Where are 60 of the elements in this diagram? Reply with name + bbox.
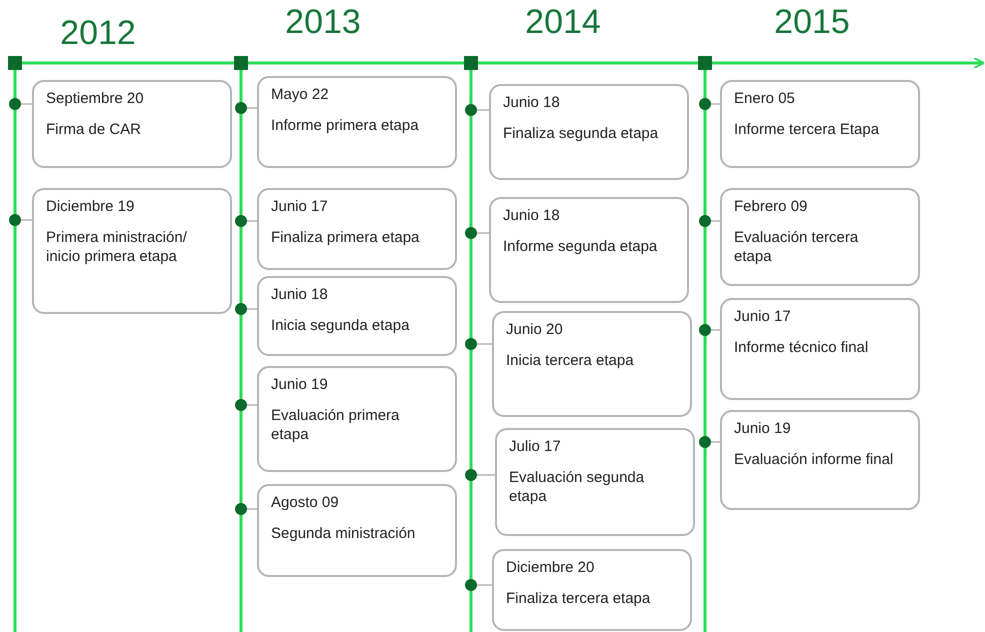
event-card [257, 188, 457, 270]
year-label: 2013 [285, 5, 361, 39]
event-date: Febrero 09 [734, 198, 808, 217]
event-date: Mayo 22 [271, 86, 330, 105]
event-card [489, 197, 689, 303]
connector-line [246, 508, 258, 510]
event-description: Primera ministración/ inicio primera etapa [46, 228, 188, 266]
event-card [492, 311, 692, 417]
event-card [720, 80, 920, 168]
event-description: Firma de CAR [46, 120, 142, 140]
event-card [720, 298, 920, 400]
connector-line [246, 308, 258, 310]
event-description: Inicia tercera etapa [506, 352, 635, 370]
event-date: Septiembre 20 [46, 90, 145, 109]
event-date: Junio 18 [271, 286, 329, 305]
connector-line [710, 220, 720, 222]
event-card [257, 366, 457, 472]
connector-line [246, 220, 258, 222]
event-description: Segunda ministración [271, 524, 416, 544]
event-date: Junio 20 [506, 321, 564, 340]
event-date: Junio 18 [503, 207, 561, 226]
event-description: Informe tercera Etapa [734, 120, 880, 140]
event-date: Diciembre 20 [506, 559, 596, 578]
year-label: 2012 [60, 16, 136, 50]
event-card [32, 188, 232, 314]
event-card [720, 188, 920, 286]
event-description: Informe técnico final [734, 338, 870, 358]
event-date: Enero 05 [734, 90, 796, 109]
event-card [257, 276, 457, 356]
connector-line [476, 232, 490, 234]
event-description: Finaliza primera etapa [271, 228, 420, 248]
connector-line [476, 584, 492, 586]
event-date: Junio 19 [271, 376, 329, 395]
event-card [495, 428, 695, 536]
event-description: Finaliza segunda etapa [503, 124, 660, 144]
event-card [489, 84, 689, 180]
event-date: Junio 17 [271, 198, 329, 217]
event-description: Informe segunda etapa [503, 238, 658, 256]
event-description: Informe primera etapa [271, 116, 420, 136]
event-card [257, 484, 457, 577]
event-description: Evaluación tercera etapa [734, 228, 860, 266]
connector-line [246, 404, 258, 406]
event-card [257, 76, 457, 168]
event-card [492, 549, 692, 631]
connector-line [476, 474, 496, 476]
event-date: Diciembre 19 [46, 198, 136, 217]
event-description: Evaluación informe final [734, 450, 894, 470]
year-label: 2015 [774, 5, 850, 39]
event-date: Julio 17 [509, 438, 562, 457]
event-date: Junio 19 [734, 420, 792, 439]
event-card [32, 80, 232, 168]
event-description: Evaluación segunda etapa [509, 468, 646, 506]
event-date: Junio 18 [503, 94, 561, 113]
event-date: Agosto 09 [271, 494, 340, 513]
event-description: Inicia segunda etapa [271, 316, 410, 336]
event-card [720, 410, 920, 510]
event-description: Finaliza tercera etapa [506, 590, 652, 608]
event-description: Evaluación primera etapa [271, 406, 400, 444]
year-label: 2014 [525, 5, 601, 39]
event-date: Junio 17 [734, 308, 792, 327]
